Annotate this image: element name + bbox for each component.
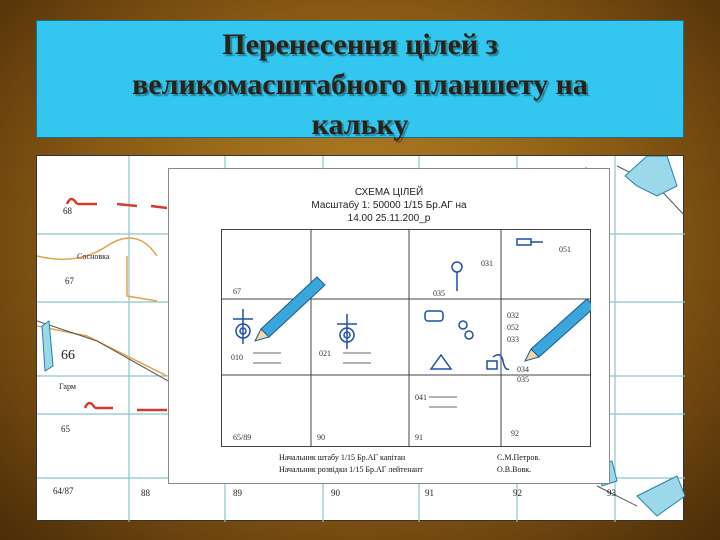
map-grid-label: 64/87 xyxy=(53,486,74,496)
overlay-date: 14.00 25.11.200_р xyxy=(347,213,431,224)
target-number: 010 xyxy=(231,353,243,362)
target-number: 052 xyxy=(507,323,519,332)
map-place-label: Сосновка xyxy=(77,252,110,261)
grid-bottom-number: 90 xyxy=(317,433,325,442)
title-line-2: великомасштабного планшету на xyxy=(132,68,588,101)
slide-title: Перенесення цілей з великомасштабного пл… xyxy=(37,25,683,145)
map-grid-label: 90 xyxy=(331,488,340,498)
title-line-1: Перенесення цілей з xyxy=(222,28,498,61)
grid-bottom-number: 91 xyxy=(415,433,423,442)
grid-bottom-number: 92 xyxy=(511,429,519,438)
target-number: 035 xyxy=(433,289,445,298)
signature-1-title: Начальник штабу 1/15 Бр.АГ капітан xyxy=(279,453,406,462)
overlay-subheading: Масштабу 1: 50000 1/15 Бр.АГ на xyxy=(311,200,467,211)
target-grid xyxy=(221,229,591,447)
map-grid-label: 92 xyxy=(513,488,522,498)
map-grid-label: 65 xyxy=(61,424,70,434)
map-place-label: Гарм xyxy=(59,382,76,391)
tracing-paper-overlay: СХЕМА ЦІЛЕЙ Масштабу 1: 50000 1/15 Бр.АГ… xyxy=(168,168,610,484)
signature-1-name: С.М.Петров. xyxy=(497,453,541,462)
map-grid-label: 89 xyxy=(233,488,242,498)
map-grid-label: 93 xyxy=(607,488,616,498)
map-grid-label: 68 xyxy=(63,206,72,216)
signature-2-title: Начальник розвідки 1/15 Бр.АГ лейтенант xyxy=(279,465,423,474)
target-number: 035 xyxy=(517,375,529,384)
target-number: 033 xyxy=(507,335,519,344)
signature-2-name: О.В.Вовк. xyxy=(497,465,532,474)
target-number: 034 xyxy=(517,365,529,374)
target-number: 031 xyxy=(481,259,493,268)
target-number: 032 xyxy=(507,311,519,320)
slide-title-box: Перенесення цілей з великомасштабного пл… xyxy=(36,20,684,141)
overlay-heading: СХЕМА ЦІЛЕЙ xyxy=(354,187,424,198)
grid-corner-number: 67 xyxy=(233,287,241,296)
map-grid-label: 91 xyxy=(425,488,434,498)
target-number: 051 xyxy=(559,245,571,254)
target-number: 021 xyxy=(319,349,331,358)
map-grid-label: 66 xyxy=(61,348,75,363)
map-grid-label: 67 xyxy=(65,276,74,286)
map-grid-label: 88 xyxy=(141,488,150,498)
target-number: 041 xyxy=(415,393,427,402)
grid-bottom-number: 65/89 xyxy=(233,433,252,442)
title-line-3: кальку xyxy=(311,108,409,141)
